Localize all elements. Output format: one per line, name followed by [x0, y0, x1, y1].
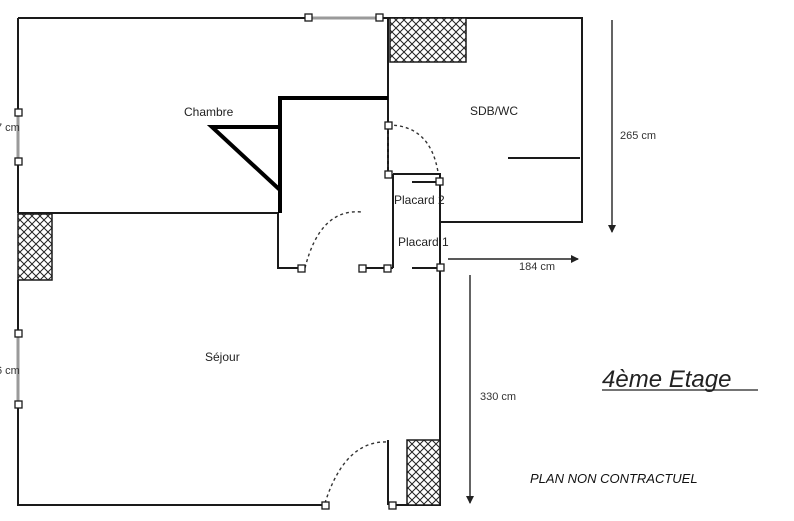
door-swings — [304, 124, 439, 504]
hatched-ducts — [17, 17, 467, 506]
duct-top — [389, 17, 467, 63]
duct-bottom — [406, 439, 441, 506]
dim-label-right-height: 265 cm — [620, 130, 656, 142]
room-label-sdb-wc: SDB/WC — [470, 104, 518, 118]
room-label-sejour: Séjour — [205, 350, 240, 364]
dim-label-left-lower: 6 cm — [0, 365, 20, 377]
partition — [206, 96, 388, 213]
room-label-placard-1: Placard 1 — [398, 235, 449, 249]
windows — [16, 16, 380, 405]
room-label-chambre: Chambre — [184, 105, 234, 119]
dimension-arrows — [448, 20, 616, 504]
walls — [17, 17, 583, 506]
floor-label: 4ème Etage — [602, 366, 731, 393]
room-label-placard-2: Placard 2 — [394, 193, 445, 207]
dim-label-right-lower: 330 cm — [480, 391, 516, 403]
duct-left — [17, 213, 53, 281]
dim-label-placard-width: 184 cm — [519, 261, 555, 273]
nodes — [14, 13, 445, 510]
dim-label-left-upper: 7 cm — [0, 122, 20, 134]
disclaimer-note: PLAN NON CONTRACTUEL — [530, 471, 698, 486]
